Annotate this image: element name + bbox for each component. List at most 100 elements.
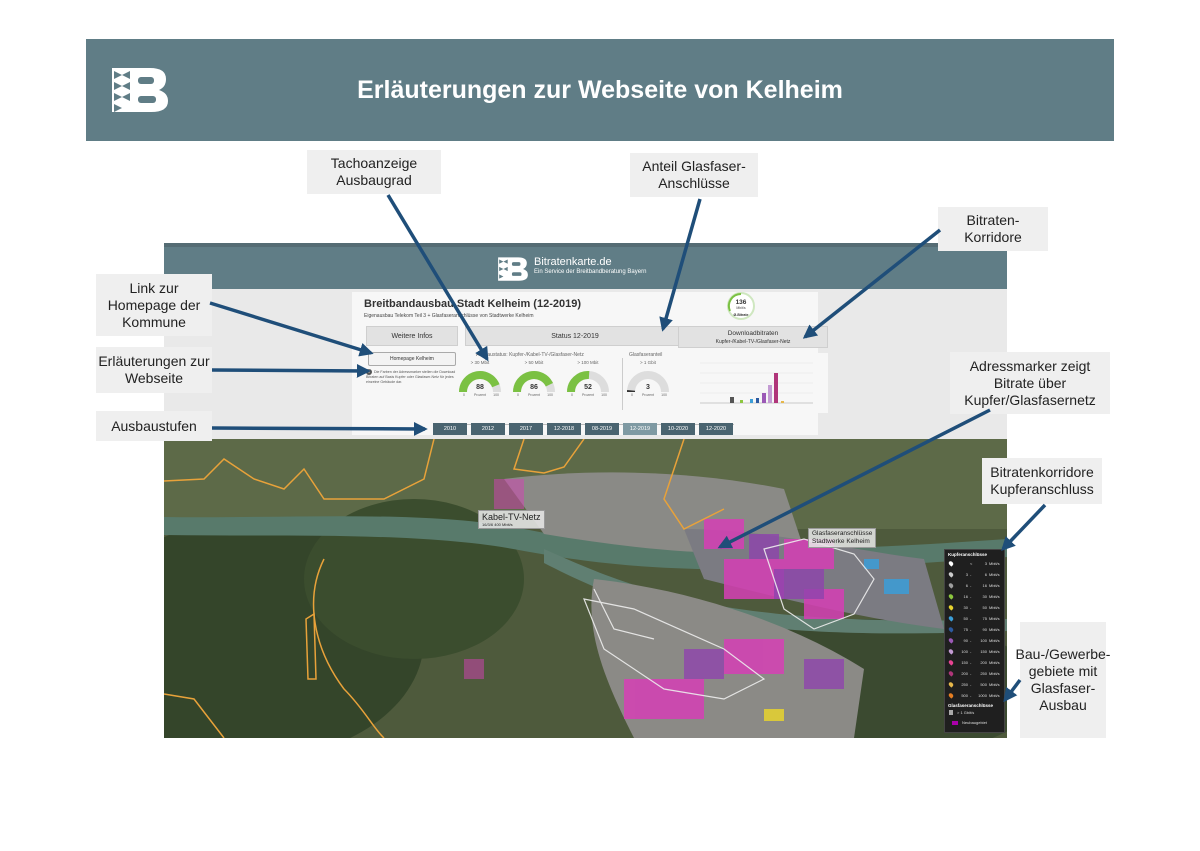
site-subtitle: Ein Service der Breitbandberatung Bayern bbox=[534, 269, 647, 275]
gauge-value: 88 bbox=[476, 384, 484, 391]
legend-to: 75 bbox=[982, 616, 987, 621]
avg-bitrate-badge-icon bbox=[727, 292, 755, 320]
site-brand: Bitratenkarte.de bbox=[534, 256, 612, 268]
address-marker-icon bbox=[947, 626, 955, 633]
map-label-kabel: Kabel-TV-Netz 16/3/6 400 Mbit/s bbox=[478, 510, 545, 529]
website-screenshot: Bitratenkarte.de Ein Service der Breitba… bbox=[164, 243, 1007, 738]
legend-unit: Mbit/s bbox=[989, 649, 1000, 654]
avg-bitrate-unit: Mbit/s bbox=[736, 306, 746, 310]
year-button[interactable]: 08-2019 bbox=[585, 423, 619, 435]
gauge-value: 52 bbox=[584, 384, 592, 391]
year-button[interactable]: 10-2020 bbox=[661, 423, 695, 435]
address-marker-icon bbox=[947, 648, 955, 655]
legend-sep: - bbox=[970, 627, 972, 632]
year-button[interactable]: 2012 bbox=[471, 423, 505, 435]
gauge-unit: Prozent bbox=[473, 393, 487, 397]
gauge-30mbit: > 30 Mbit 88 0 Prozent 100 bbox=[458, 360, 502, 410]
homepage-button[interactable]: Homepage Kelheim bbox=[368, 352, 456, 366]
callout-anteil-glasfaser: Anteil Glasfaser-Anschlüsse bbox=[630, 153, 758, 197]
address-marker-icon bbox=[947, 571, 955, 578]
header-banner: Erläuterungen zur Webseite von Kelheim bbox=[86, 39, 1114, 141]
address-marker-icon bbox=[947, 637, 955, 644]
address-marker-icon bbox=[947, 659, 955, 666]
glasfaser-marker-icon bbox=[949, 710, 953, 716]
gauge-min: 0 bbox=[517, 393, 519, 397]
legend-unit: Mbit/s bbox=[989, 693, 1000, 698]
aerial-map[interactable] bbox=[164, 439, 1007, 738]
gauge-max: 100 bbox=[547, 393, 553, 397]
legend-sep: - bbox=[970, 572, 972, 577]
gauge-threshold: > 30 Mbit bbox=[470, 360, 490, 365]
address-marker-icon bbox=[947, 560, 955, 567]
panel-title: Breitbandausbau Stadt Kelheim (12-2019) bbox=[364, 298, 582, 310]
gauge-unit: Prozent bbox=[527, 393, 541, 397]
bitratenkarte-logo-icon[interactable] bbox=[496, 256, 530, 282]
legend-from: 200 bbox=[961, 671, 968, 676]
year-button-active[interactable]: 12-2019 bbox=[623, 423, 657, 435]
legend-to: 1000 bbox=[978, 693, 987, 698]
gauge-1gbit: > 1 Gbit 3 0 Prozent 100 bbox=[626, 360, 670, 410]
legend-to: 100 bbox=[980, 638, 987, 643]
legend-unit: Mbit/s bbox=[989, 583, 1000, 588]
legend-from: 100 bbox=[961, 649, 968, 654]
gauge-unit: Prozent bbox=[641, 393, 655, 397]
legend-from: 16 bbox=[963, 594, 968, 599]
callout-erlaeuterungen: Erläuterungen zur Webseite bbox=[96, 347, 212, 393]
year-button[interactable]: 2010 bbox=[433, 423, 467, 435]
breitband-logo-icon bbox=[112, 68, 168, 112]
gauge-arc bbox=[513, 371, 553, 393]
gauge-50mbit: > 50 Mbit 86 0 Prozent 100 bbox=[512, 360, 556, 410]
callout-bitratenkorridore-kupfer: Bitratenkorridore Kupferanschluss bbox=[982, 458, 1102, 504]
legend-to: 50 bbox=[982, 605, 987, 610]
callout-adressmarker: Adressmarker zeigt Bitrate über Kupfer/G… bbox=[950, 352, 1110, 414]
map-label-glasfaser: Glasfaseranschlüsse Stadtwerke Kelheim bbox=[808, 528, 877, 548]
legend-sep: - bbox=[970, 583, 972, 588]
ausbaustatus-label: Ausbaustatus: Kupfer-/Kabel-TV-/Glasfase… bbox=[476, 352, 584, 358]
legend-unit: Mbit/s bbox=[989, 671, 1000, 676]
callout-tachoanzeige: Tachoanzeige Ausbaugrad bbox=[307, 150, 441, 194]
legend-sep: - bbox=[970, 671, 972, 676]
legend-to: 500 bbox=[980, 682, 987, 687]
gauge-arc bbox=[567, 371, 590, 393]
legend-unit: Mbit/s bbox=[989, 616, 1000, 621]
avg-bitrate-label: Ø-Bitrate bbox=[733, 313, 749, 317]
legend-neubau-text: Neubaugebiet bbox=[962, 720, 987, 725]
page-title: Erläuterungen zur Webseite von Kelheim bbox=[357, 75, 843, 104]
year-button[interactable]: 12-2020 bbox=[699, 423, 733, 435]
callout-link-homepage: Link zur Homepage der Kommune bbox=[96, 274, 212, 336]
bitrate-corridor-mini-chart bbox=[678, 353, 828, 413]
legend-from: 75 bbox=[963, 627, 968, 632]
legend-sep: - bbox=[970, 682, 972, 687]
neubau-swatch-icon bbox=[952, 720, 958, 725]
gauge-max: 100 bbox=[493, 393, 499, 397]
kabel-tv-sublabel: 16/3/6 400 Mbit/s bbox=[482, 522, 513, 527]
site-header: Bitratenkarte.de Ein Service der Breitba… bbox=[164, 243, 1007, 289]
year-button[interactable]: 12-2018 bbox=[547, 423, 581, 435]
gauge-arc bbox=[459, 371, 500, 393]
tab-status[interactable]: Status 12-2019 bbox=[465, 326, 685, 346]
info-note-text: Die Farben der Adressmarker stellen die … bbox=[366, 370, 456, 384]
legend-to: 200 bbox=[980, 660, 987, 665]
address-marker-icon bbox=[947, 681, 955, 688]
legend-unit: Mbit/s bbox=[989, 605, 1000, 610]
gauge-max: 100 bbox=[661, 393, 667, 397]
legend-unit: Mbit/s bbox=[989, 638, 1000, 643]
legend-sep: - bbox=[970, 605, 972, 610]
tab-downloadbitraten[interactable]: Downloadbitraten Kupfer-/Kabel-TV-/Glasf… bbox=[678, 326, 828, 348]
legend-unit: Mbit/s bbox=[989, 660, 1000, 665]
legend-from: 90 bbox=[963, 638, 968, 643]
year-button[interactable]: 2017 bbox=[509, 423, 543, 435]
tab-weitere-infos[interactable]: Weitere Infos bbox=[366, 326, 458, 346]
